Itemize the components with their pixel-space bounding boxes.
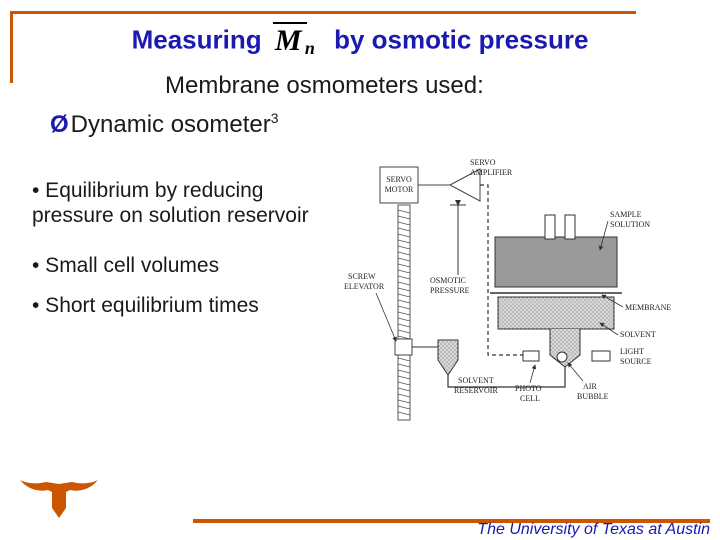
svg-text:ELEVATOR: ELEVATOR [344, 282, 385, 291]
dynamic-osmometer-label: Dynamic osometer [70, 111, 271, 138]
svg-text:SERVO: SERVO [386, 175, 412, 184]
mn-overbar [272, 22, 307, 24]
slide-title: Measuring M n by osmotic pressure [0, 22, 720, 62]
signal-line [480, 184, 540, 356]
frame-left-rule [10, 11, 13, 83]
slide-subtitle: Membrane osmometers used: [165, 72, 484, 99]
svg-text:SERVO: SERVO [470, 158, 496, 167]
servo-amplifier: SERVO AMPLIFIER [418, 158, 513, 202]
sample-cell [490, 214, 622, 368]
svg-text:MOTOR: MOTOR [385, 185, 414, 194]
osmotic-pressure-indicator: OSMOTIC PRESSURE [430, 200, 470, 295]
bullet-equilibrium: • Equilibrium by reducing pressure on so… [32, 179, 309, 227]
citation-superscript: 3 [270, 110, 279, 126]
frame-top-rule [10, 11, 636, 14]
svg-text:SOLUTION: SOLUTION [610, 220, 650, 229]
bullet-small-cell: • Small cell volumes [32, 254, 220, 277]
svg-text:OSMOTIC: OSMOTIC [430, 276, 466, 285]
solvent-reservoir [412, 339, 566, 388]
screw-elevator [394, 204, 413, 421]
longhorn-logo-icon [20, 480, 98, 518]
svg-text:SAMPLE: SAMPLE [610, 210, 642, 219]
svg-text:AIR: AIR [583, 382, 597, 391]
title-prefix: Measuring [131, 24, 262, 55]
svg-text:LIGHT: LIGHT [620, 347, 644, 356]
arrow-bullet-icon: Ø [50, 111, 69, 138]
mn-symbol-sub: n [304, 38, 315, 58]
svg-text:RESERVOIR: RESERVOIR [454, 386, 498, 395]
title-suffix: by osmotic pressure [334, 24, 589, 55]
svg-text:BUBBLE: BUBBLE [577, 392, 609, 401]
svg-text:CELL: CELL [520, 394, 540, 403]
svg-text:PHOTO: PHOTO [515, 384, 542, 393]
mn-symbol: M n [272, 22, 323, 58]
photo-cell [522, 350, 611, 363]
servo-motor: SERVO MOTOR [379, 166, 419, 204]
svg-text:SOURCE: SOURCE [620, 357, 652, 366]
osmometer-diagram: SERVO MOTOR SERVO AMPLIFIER OSMOTIC PRES… [344, 158, 671, 421]
bullet-short-equilibrium: • Short equilibrium times [32, 294, 259, 317]
footer-rule [193, 519, 710, 523]
svg-text:SOLVENT: SOLVENT [620, 330, 656, 339]
dynamic-osmometer-line: ØDynamic osometer3 [50, 110, 279, 139]
svg-text:AMPLIFIER: AMPLIFIER [470, 168, 513, 177]
svg-text:MEMBRANE: MEMBRANE [625, 303, 671, 312]
mn-symbol-main: M [274, 24, 302, 57]
svg-text:SOLVENT: SOLVENT [458, 376, 494, 385]
svg-text:SCREW: SCREW [348, 272, 376, 281]
footer-university: The University of Texas at Austin [477, 521, 710, 538]
svg-text:PRESSURE: PRESSURE [430, 286, 470, 295]
